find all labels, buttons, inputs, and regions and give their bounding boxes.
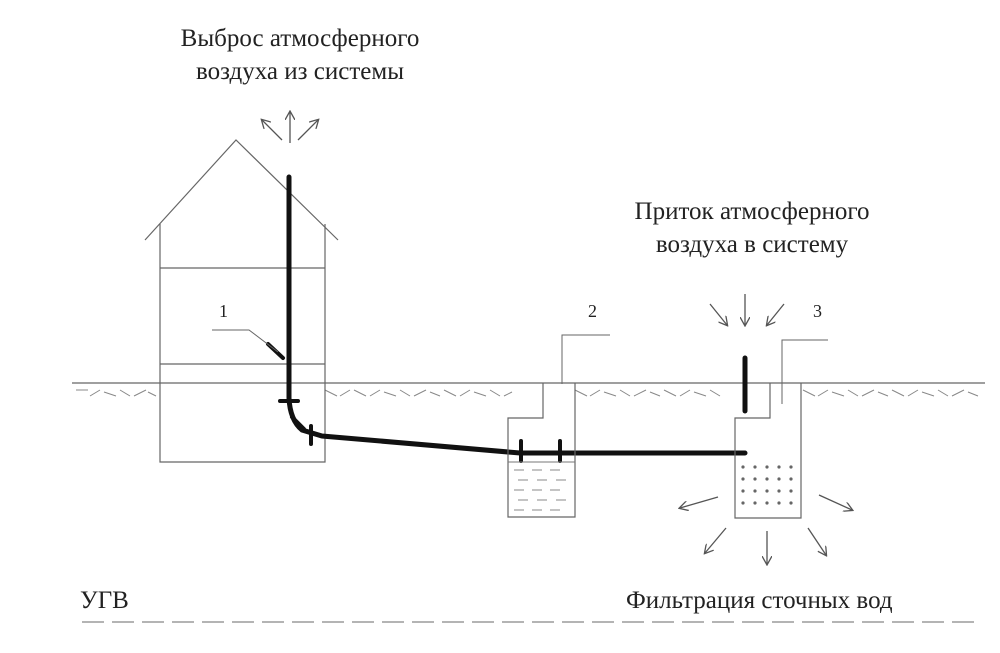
leader-2 — [561, 334, 610, 384]
house — [144, 139, 339, 463]
intake-arrows — [709, 294, 785, 325]
marker-2: 2 — [588, 301, 597, 321]
marker-1: 1 — [219, 301, 228, 321]
intake-label-line-1: Приток атмосферного — [634, 198, 870, 225]
filtration-well — [734, 383, 802, 519]
filtration-arrows — [680, 494, 852, 564]
groundwater-label: УГВ — [80, 587, 129, 614]
septic-tank — [507, 383, 576, 518]
exhaust-label-line-1: Выброс атмосферного — [180, 25, 420, 52]
ground-surface — [72, 382, 985, 397]
intake-label-line-2: воздуха в систему — [655, 231, 849, 258]
intake-label: Приток атмосферного воздуха в систему — [602, 195, 902, 261]
leader-1 — [212, 329, 279, 353]
exhaust-label: Выброс атмосферного воздуха из системы — [150, 22, 450, 88]
exhaust-label-line-2: воздуха из системы — [195, 58, 404, 85]
leader-3 — [781, 339, 828, 404]
exhaust-arrows — [262, 112, 318, 143]
filtration-label: Фильтрация сточных вод — [626, 587, 893, 614]
marker-3: 3 — [813, 301, 822, 321]
